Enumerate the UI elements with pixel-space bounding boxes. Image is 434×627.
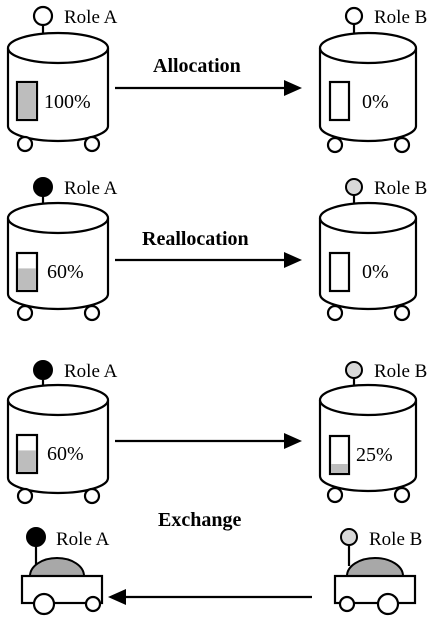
arrow-right [115,252,302,268]
cart-wheel-right [84,595,102,613]
cylinder-top [6,383,110,417]
percent-label: 60% [47,443,84,465]
wheel-right [83,487,101,505]
role-a-dot [32,5,54,27]
role-b-dot [340,528,358,546]
row-reallocation: Role A 60% Reallocation Role B 0% [6,177,427,322]
cylinder-top [318,201,418,235]
arrow-left [108,589,312,605]
role-a-dot [33,177,53,197]
role-a-dot [33,360,53,380]
robot-role-a: Role A 60% [6,360,118,505]
cart-dome [345,557,405,577]
cylinder-top [6,31,110,65]
role-label: Role A [64,178,118,199]
action-label: Reallocation [142,228,249,250]
row-allocation: Role A 100% Allocation Role B 0% [6,5,427,154]
role-label: Role A [64,361,118,382]
percent-label: 0% [362,91,389,113]
role-label: Role A [56,529,110,550]
wheel-left [326,486,344,504]
cylinder-top [318,383,418,417]
percent-label: 0% [362,261,389,283]
role-label: Role B [374,178,427,199]
cart-dome [28,557,86,577]
row-transfer: Role A 60% Role B 25% [6,360,427,505]
wheel-right [83,135,101,153]
role-label: Role A [64,7,118,28]
action-label: Exchange [158,509,241,531]
cart-wheel-left [338,595,356,613]
level-gauge [15,251,39,293]
role-a-dot [26,527,46,547]
robot-role-a: Role A 100% [6,5,118,153]
cart-wheel-right [376,592,400,616]
robot-role-a: Role A 60% [6,177,118,322]
cylinder-top [318,31,418,65]
role-label: Role B [374,361,427,382]
wheel-right [83,304,101,322]
role-label: Role B [374,7,427,28]
percent-label: 25% [356,444,393,466]
arrow-right [115,433,302,449]
cylinder-body [6,218,110,311]
level-gauge-fill [18,450,36,472]
wheel-left [16,304,34,322]
wheel-right [393,136,411,154]
cylinder-body [6,48,110,143]
cylinder-body [318,400,418,493]
cart-role-a: Role A [20,527,110,616]
level-gauge [328,80,351,122]
level-gauge [15,80,39,122]
robot-role-b: Role B 25% [318,361,427,504]
wheel-left [326,136,344,154]
level-gauge-fill [331,464,348,473]
robot-role-b: Role B 0% [318,6,427,154]
row-exchange: Exchange Role A Role B [20,509,422,616]
cylinder-top [6,201,110,235]
cart-wheel-left [32,592,56,616]
level-gauge [328,251,351,293]
wheel-left [16,135,34,153]
cart-role-b: Role B [333,528,422,616]
wheel-right [393,486,411,504]
wheel-left [326,304,344,322]
level-gauge-fill [18,83,36,119]
percent-label: 100% [44,91,91,113]
arrow-right [115,80,302,96]
role-b-dot [345,178,363,196]
wheel-left [16,487,34,505]
cylinder-body [318,48,418,143]
level-gauge-fill [18,268,36,290]
role-b-dot [345,361,363,379]
role-label: Role B [369,529,422,550]
wheel-right [393,304,411,322]
action-label: Allocation [153,55,241,77]
percent-label: 60% [47,261,84,283]
level-gauge [15,433,39,475]
cylinder-body [318,218,418,311]
level-gauge [328,434,351,476]
role-b-dot [344,6,364,26]
cylinder-body [6,400,110,495]
robot-role-b: Role B 0% [318,178,427,322]
